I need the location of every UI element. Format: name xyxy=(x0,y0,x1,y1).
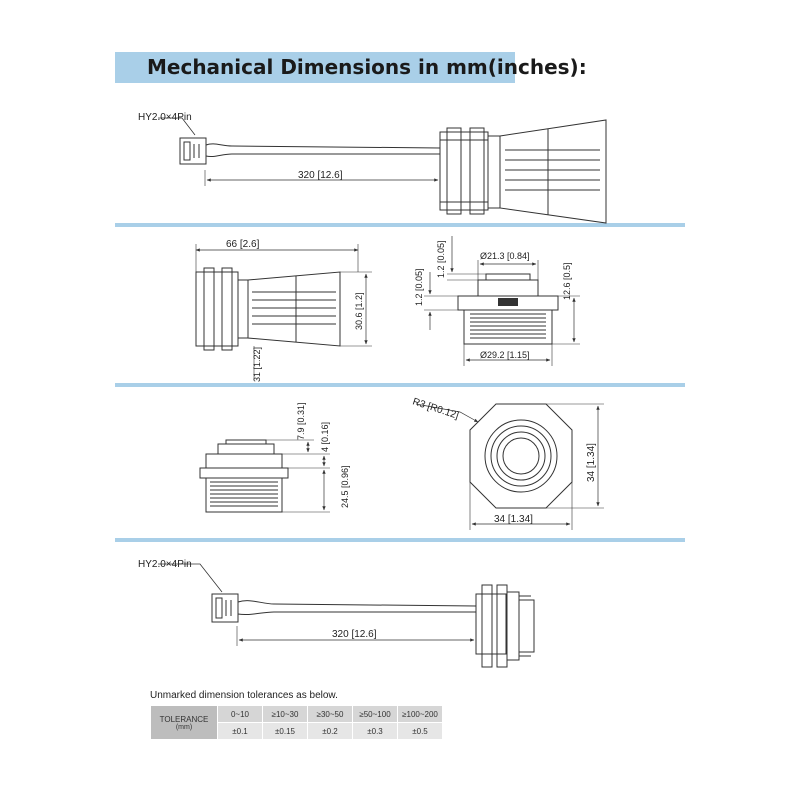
connector-body xyxy=(179,137,207,165)
dimension-2: 4 [0.16] xyxy=(320,422,330,452)
tolerance-header: TOLERANCE (mm) xyxy=(150,705,218,740)
radius-dim: R3 [R0.12] xyxy=(411,396,460,421)
value-cell: ±0.5 xyxy=(397,722,443,740)
range-cell: ≥30~50 xyxy=(307,705,353,723)
view-octagon-top: R3 [R0.12] 34 [1.34] 34 [1.34] xyxy=(411,396,604,530)
range-cell: ≥10~30 xyxy=(262,705,308,723)
top-diameter-dim: Ø21.3 [0.84] xyxy=(480,251,530,261)
view-thread-side: 7.9 [0.31] 4 [0.16] 24.5 [0.96] xyxy=(199,402,350,513)
octagon-height-dim: 34 [1.34] xyxy=(586,443,597,482)
octagon-width-dim: 34 [1.34] xyxy=(494,514,533,525)
range-cell: ≥100~200 xyxy=(397,705,443,723)
length-dim: 66 [2.6] xyxy=(226,239,260,250)
bottom-dim: 31 [1.22] xyxy=(252,347,262,382)
value-cell: ±0.15 xyxy=(262,722,308,740)
connector-body-alt xyxy=(211,593,239,623)
side-step-dim: 1.2 [0.05] xyxy=(414,268,424,306)
view-side-short: 66 [2.6] 30.6 [1.2] 31 [1.22] xyxy=(195,239,372,382)
value-cell: ±0.2 xyxy=(307,722,353,740)
range-cell: 0~10 xyxy=(217,705,263,723)
connector-label-alt: HY2.0×4Pin xyxy=(138,559,192,570)
cable-length-dim: 320 [12.6] xyxy=(298,170,343,181)
dimension-3: 24.5 [0.96] xyxy=(340,465,350,508)
table-row: ±0.1 ±0.15 ±0.2 ±0.3 ±0.5 xyxy=(151,722,443,740)
cable-length-dim-alt: 320 [12.6] xyxy=(332,629,377,640)
dimension-1: 7.9 [0.31] xyxy=(296,402,306,440)
page-title: Mechanical Dimensions in mm(inches): xyxy=(115,52,587,83)
connector-label: HY2.0×4Pin xyxy=(138,112,192,123)
section-divider xyxy=(115,383,685,387)
value-cell: ±0.3 xyxy=(352,722,398,740)
range-cell: ≥50~100 xyxy=(352,705,398,723)
tolerance-table: TOLERANCE (mm) 0~10 ≥10~30 ≥30~50 ≥50~10… xyxy=(150,705,443,740)
view-front-section: Ø21.3 [0.84] 1.2 [0.05] 1.2 [0.05] 12.6 … xyxy=(414,236,580,366)
tolerance-caption: Unmarked dimension tolerances as below. xyxy=(150,690,338,701)
height-dim: 12.6 [0.5] xyxy=(562,262,572,300)
section-divider xyxy=(115,223,685,227)
view-side-with-cable-alt: HY2.0×4Pin 320 [12.6] xyxy=(138,559,535,668)
top-step-dim: 1.2 [0.05] xyxy=(436,240,446,278)
section-divider xyxy=(115,538,685,542)
table-row: TOLERANCE (mm) 0~10 ≥10~30 ≥30~50 ≥50~10… xyxy=(150,705,443,740)
tolerance-unit: (mm) xyxy=(175,723,193,731)
view-side-with-cable: HY2.0×4Pin 320 [12.6] xyxy=(138,112,607,224)
value-cell: ±0.1 xyxy=(217,722,263,740)
tolerance-header-label: TOLERANCE xyxy=(159,714,209,724)
thread-diameter-dim: Ø29.2 [1.15] xyxy=(480,350,530,360)
diameter-dim: 30.6 [1.2] xyxy=(354,292,364,330)
